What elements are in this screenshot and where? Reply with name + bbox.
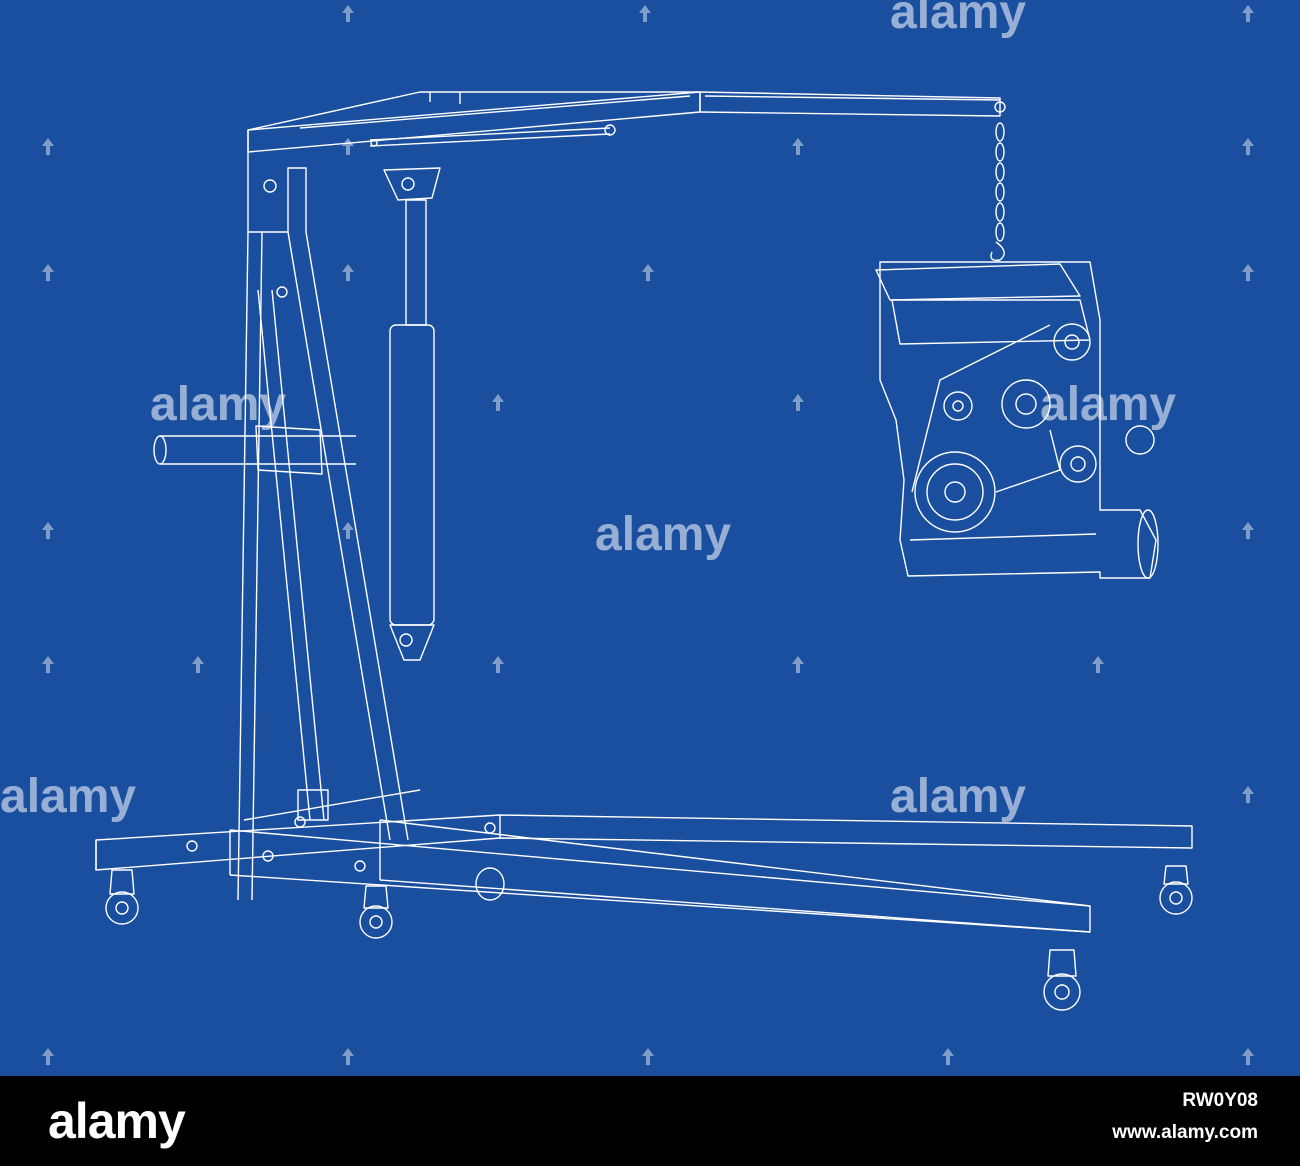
blueprint-background	[0, 0, 1300, 1076]
watermark-text: alamy	[890, 770, 1026, 823]
caster-wheels	[105, 865, 1193, 1011]
watermark-text: alamy	[1040, 378, 1176, 431]
watermark-icons	[42, 5, 1254, 1065]
lifting-chain	[990, 122, 1005, 262]
base-frame	[95, 789, 1193, 933]
handle-bar	[153, 425, 356, 475]
engine-hoist-blueprint: alamy alamy alamy alamy alamy alamy	[0, 0, 1300, 1076]
image-id: RW0Y08	[1182, 1090, 1258, 1111]
engine-hoist-drawing	[95, 91, 1193, 1011]
watermark-text: alamy	[0, 770, 136, 823]
hoist-boom	[247, 91, 1006, 153]
stock-footer-bar: alamy RW0Y08 www.alamy.com	[0, 1076, 1300, 1166]
site-url[interactable]: www.alamy.com	[1112, 1122, 1258, 1143]
hydraulic-ram	[389, 199, 435, 661]
watermark-text: alamy	[150, 378, 286, 431]
hoist-mast	[237, 130, 441, 901]
engine-block	[875, 261, 1159, 579]
watermark-text: alamy	[595, 508, 731, 561]
watermark-layer: alamy alamy alamy alamy alamy alamy	[0, 0, 1254, 1065]
watermark-text: alamy	[890, 0, 1026, 39]
brand-logo: alamy	[48, 1093, 186, 1149]
